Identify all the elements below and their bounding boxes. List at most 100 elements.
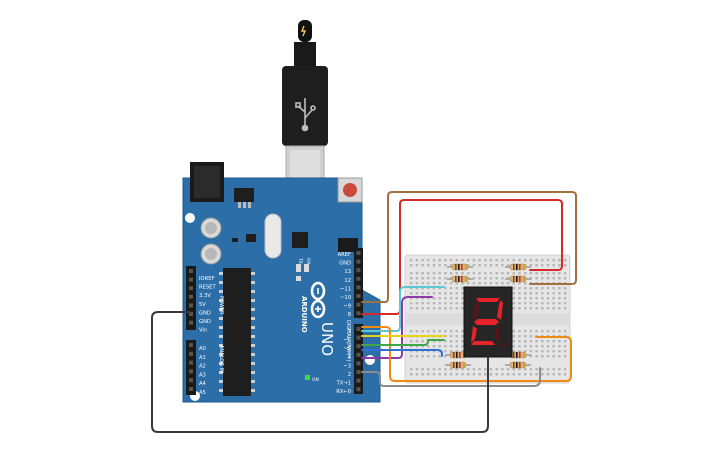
seven-segment-display[interactable] [463,286,513,358]
header-pin [356,311,361,316]
breadboard-hole [427,350,430,353]
breadboard-hole [410,350,413,353]
breadboard-hole [432,330,436,333]
breadboard-hole [461,340,464,343]
breadboard-hole [438,355,441,358]
resistor [505,263,531,271]
breadboard-hole [489,373,493,376]
breadboard-hole [535,368,538,371]
breadboard-hole [541,259,544,262]
breadboard-hole [518,335,521,338]
breadboard-hole [410,302,413,305]
breadboard-hole [529,272,533,275]
breadboard-hole [472,368,476,371]
breadboard-hole [563,292,567,295]
breadboard-hole [535,330,538,333]
breadboard-hole [449,302,453,305]
breadboard-hole [529,287,533,290]
chip-leg [219,335,223,338]
breadboard-hole [444,345,447,348]
breadboard-hole [432,297,436,300]
breadboard-hole [489,272,493,275]
breadboard-hole [541,355,544,358]
breadboard-hole [455,330,458,333]
usb-icon [295,98,316,132]
breadboard-hole [449,368,453,371]
header-pin [189,312,193,316]
breadboard-hole [512,345,515,348]
breadboard-hole [541,368,544,371]
breadboard-hole [558,350,561,353]
digital-pin-label: 8 [348,312,351,318]
breadboard-hole [449,307,453,310]
breadboard-hole [410,282,413,285]
breadboard-hole [467,368,470,371]
power-title: POWER [218,296,224,315]
breadboard-hole [506,282,510,285]
breadboard-hole [461,345,464,348]
breadboard-holes [410,259,567,376]
breadboard-hole [427,259,430,262]
digital-pin-label: 13 [344,269,351,275]
breadboard-hole [410,330,413,333]
breadboard-hole [552,330,555,333]
breadboard-hole [558,297,561,300]
header-pin [189,320,193,325]
breadboard-hole [518,307,521,310]
breadboard-hole [529,259,533,262]
breadboard-hole [518,259,521,262]
breadboard-hole [546,340,550,343]
breadboard-hole [524,350,527,353]
tx-led-label: TX [297,257,303,264]
power-pin-label: 5V [199,302,206,308]
usb-cable[interactable] [282,20,328,205]
breadboard-hole [563,264,567,267]
header-pin [356,302,361,307]
breadboard-hole [432,277,436,280]
breadboard-hole [478,282,481,285]
breadboard-hole [449,335,453,338]
breadboard-hole [558,368,561,371]
breadboard-hole [427,287,430,290]
breadboard-hole [535,277,538,280]
breadboard-hole [455,292,458,295]
breadboard-hole [427,297,430,300]
reset-button[interactable] [337,177,363,203]
breadboard-hole [467,259,470,262]
breadboard-hole [432,350,436,353]
breadboard-hole [563,355,567,358]
breadboard-hole [438,277,441,280]
arduino-uno-board[interactable]: TX RX ON ARDUINO UNO IOREFRESET3.3V5VGND… [182,162,381,403]
breadboard-hole [455,340,458,343]
breadboard-hole [512,272,515,275]
breadboard-hole [546,292,550,295]
breadboard-hole [449,282,453,285]
breadboard-hole [518,282,521,285]
breadboard-hole [455,345,458,348]
resistor [447,263,473,271]
breadboard-hole [529,307,533,310]
breadboard-hole [449,259,453,262]
wire-cyan [361,286,445,332]
breadboard-hole [518,368,521,371]
header-pin [189,360,193,365]
breadboard-hole [438,302,441,305]
breadboard-hole [432,373,436,376]
breadboard-hole [535,272,538,275]
breadboard-hole [546,272,550,275]
breadboard-hole [541,297,544,300]
breadboard-hole [541,287,544,290]
breadboard-hole [558,272,561,275]
breadboard-hole [472,272,476,275]
header-pin [356,268,361,273]
breadboard-hole [467,272,470,275]
breadboard-hole [484,277,487,280]
breadboard-hole [415,355,419,358]
wire-gray [361,367,541,387]
breadboard-hole [489,264,493,267]
breadboard-hole [455,297,458,300]
header-pin [356,387,361,392]
breadboard-hole [524,282,527,285]
breadboard-hole [461,297,464,300]
